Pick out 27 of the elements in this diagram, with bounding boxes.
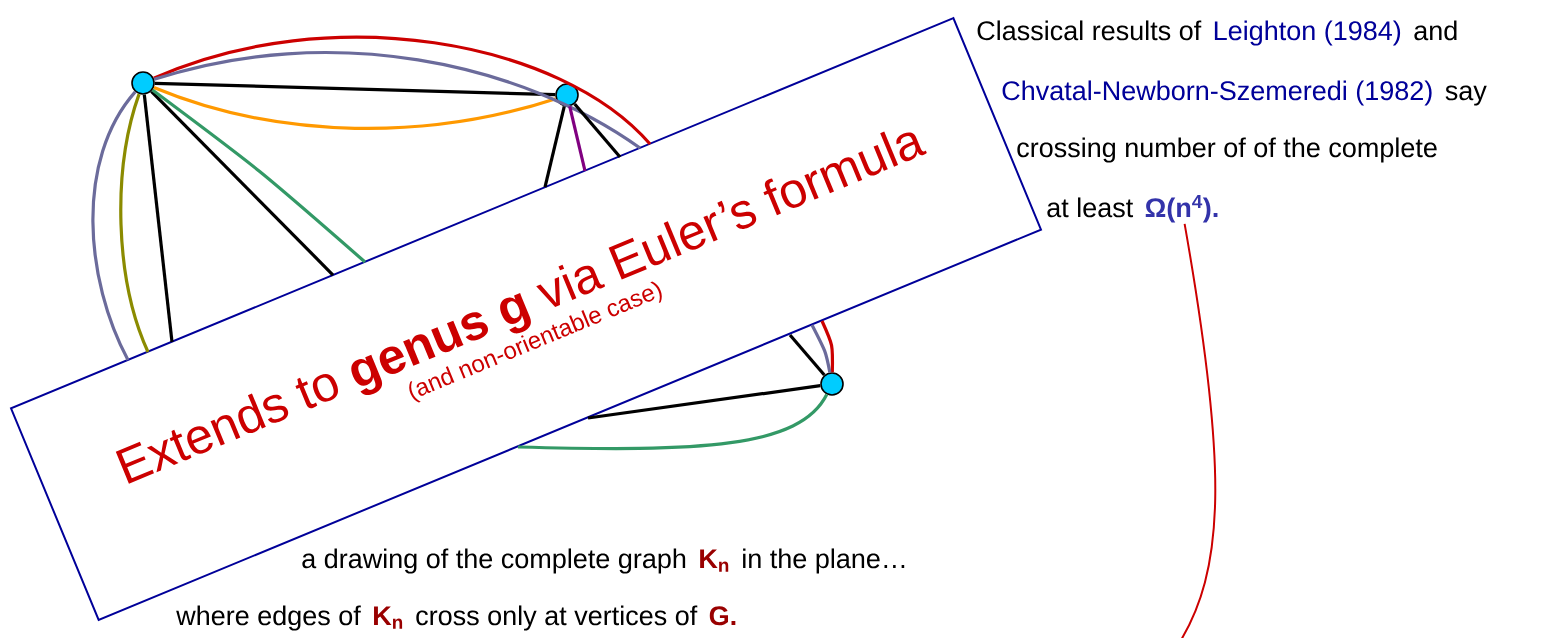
- graph-edge: [154, 81, 556, 97]
- highlighted-text: Ω(n$^{4}$).: [1145, 195, 1218, 223]
- graph-edge: [91, 90, 137, 361]
- text: Leighton (1984): [1214, 20, 1401, 46]
- graph-edge: [587, 384, 821, 420]
- graph-edge: [153, 51, 641, 150]
- text: a drawing of the complete graph: [302, 548, 686, 574]
- text: say: [1445, 85, 1487, 106]
- graph-edge: [517, 393, 829, 451]
- graph-edge: [153, 86, 557, 130]
- vertex-dot: [820, 372, 844, 396]
- graph-edge: [153, 35, 652, 146]
- vertex-dot: [131, 71, 155, 95]
- graph-edge: [119, 93, 150, 353]
- graph-edge: [543, 106, 566, 188]
- graph-edge: [573, 102, 622, 159]
- graph-edge: [150, 90, 335, 277]
- graph-edge: [151, 88, 367, 264]
- graph-edge: [810, 324, 832, 373]
- graph-edge: [142, 94, 174, 343]
- graph-edge: [568, 106, 587, 172]
- graph-edge: [788, 333, 826, 377]
- text: in the plane…: [743, 548, 905, 574]
- graph-edge: [820, 320, 835, 373]
- vertex-dot: [555, 83, 579, 107]
- text: and: [1414, 20, 1457, 41]
- text: K$_{n}$: [700, 549, 729, 572]
